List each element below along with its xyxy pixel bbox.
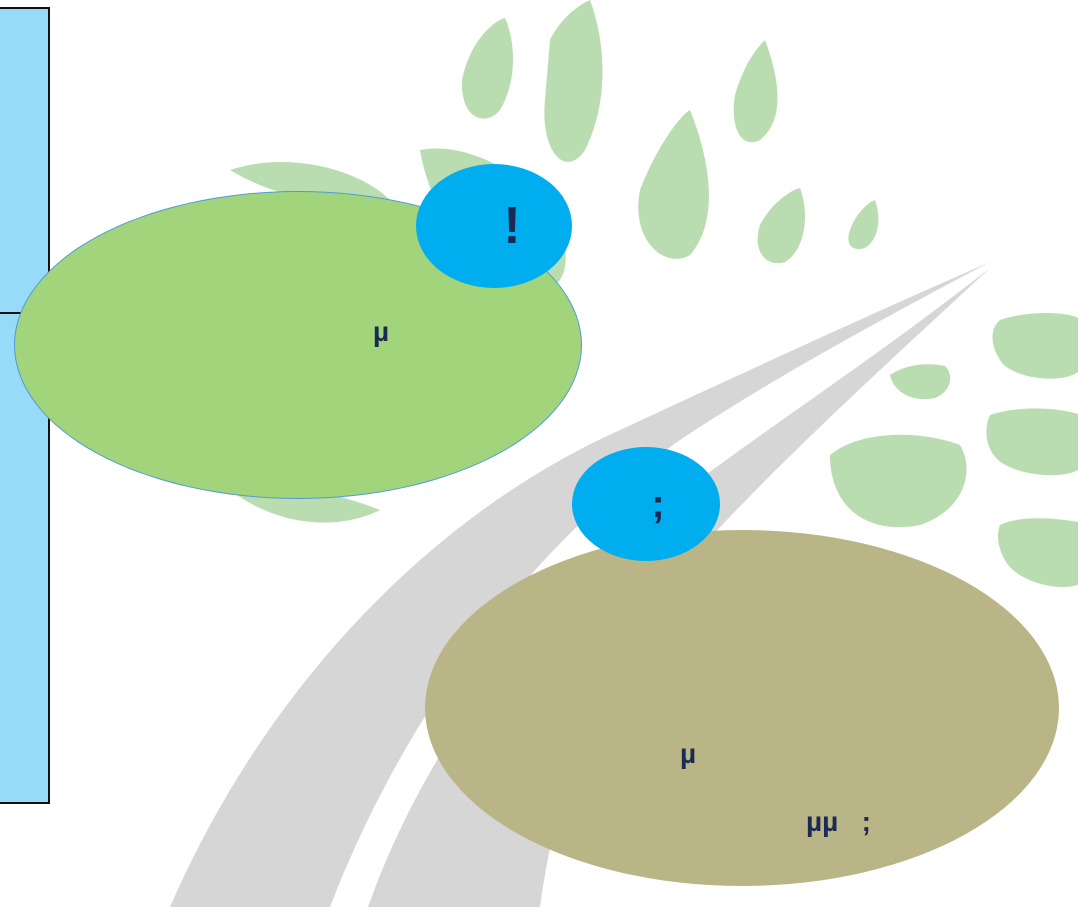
leaf-shape (638, 110, 709, 259)
leaf-shape (461, 18, 514, 119)
road-shape (170, 262, 990, 907)
leaf-shape (890, 364, 951, 400)
leaf-shape (830, 434, 967, 528)
semicolon-badge-text: ; (651, 481, 665, 526)
leaf-shape (733, 40, 778, 143)
leaf-shape (986, 408, 1078, 476)
exclamation-badge-text: ! (503, 197, 521, 255)
leaf-shape (992, 313, 1078, 379)
green-callout-text: µ (373, 316, 390, 347)
khaki-callout-text-line-2: µµ ; (806, 806, 871, 837)
khaki-callout-text-line-1: µ (680, 738, 697, 769)
semicolon-badge: ; (572, 447, 720, 561)
khaki-callout-ellipse (425, 530, 1059, 886)
leaf-shape (757, 188, 805, 264)
exclamation-badge: ! (416, 164, 572, 288)
leaf-shape (997, 518, 1078, 588)
leaf-shape (230, 161, 390, 202)
leaf-shape (848, 200, 879, 250)
leaf-shape (544, 0, 603, 162)
